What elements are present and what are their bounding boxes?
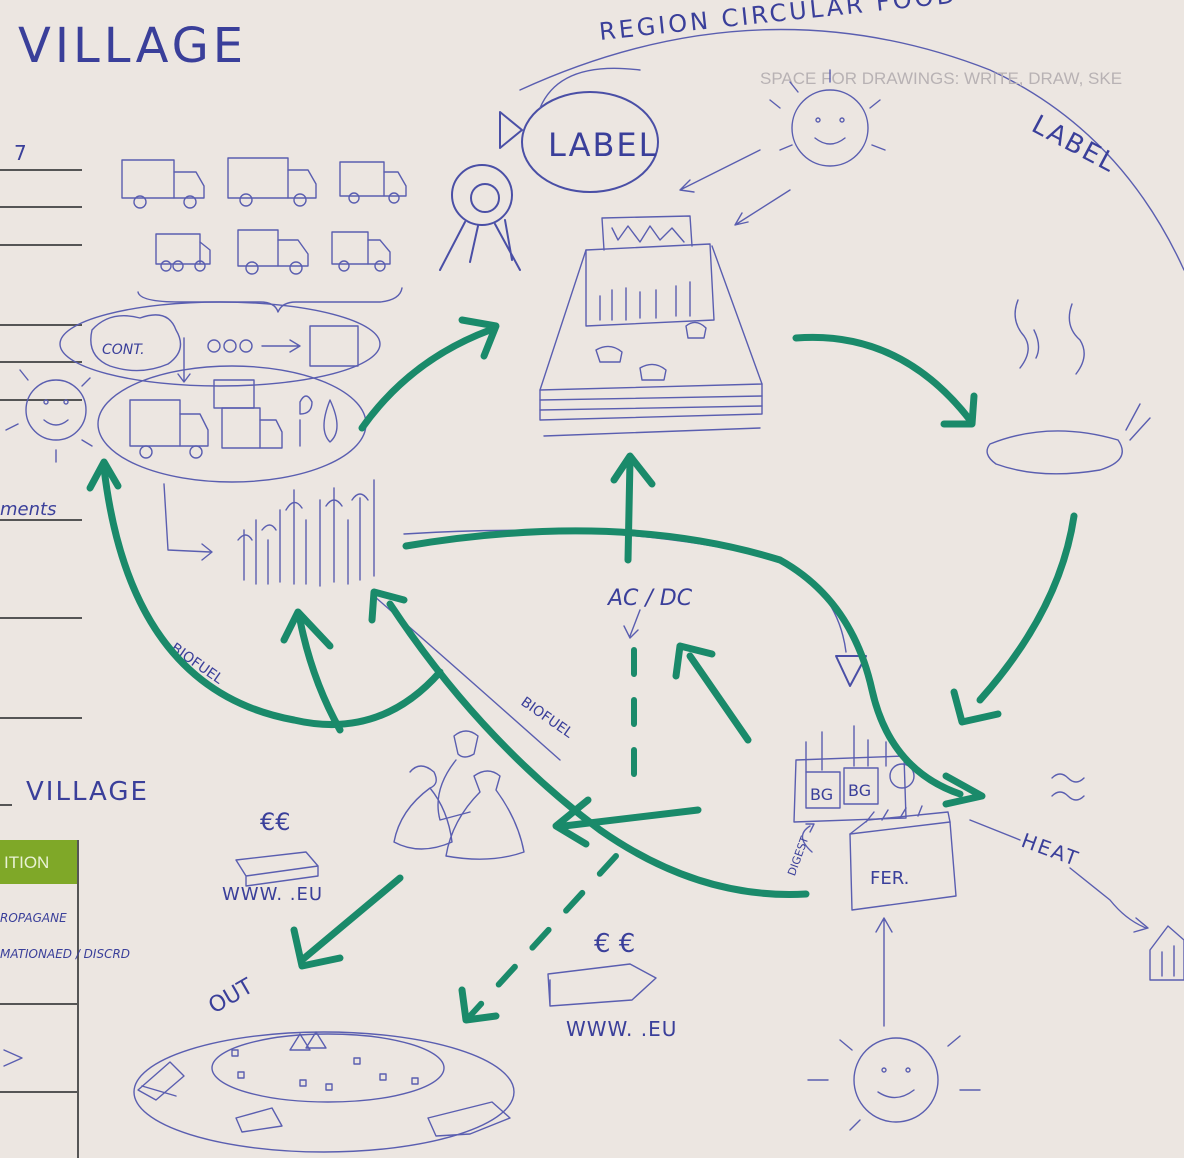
money-bags-icon [393, 730, 525, 860]
sun-bottom-icon [807, 1035, 981, 1131]
medal-icon [439, 164, 521, 271]
truck-icon [155, 233, 211, 272]
ac-dc-pointer [623, 609, 641, 639]
sheet-title: VILLAGE [18, 18, 247, 74]
biofuel-label-2: BIOFUEL [518, 694, 576, 741]
heat-arrow [969, 819, 1149, 933]
logistics-hub: CONT. [59, 301, 381, 561]
region-arc [519, 28, 1184, 271]
truck-icon [331, 231, 391, 272]
biogas-label-1: BG [810, 785, 833, 804]
package-left-icon [235, 851, 319, 887]
table-header: ITION [4, 853, 49, 872]
compost-pile [986, 299, 1151, 475]
trucks-fleet [121, 157, 407, 313]
table-row1-line2: MATIONAED / DISCRD [0, 947, 130, 961]
arc-text: REGION CIRCULAR FOOD [598, 0, 959, 46]
truck-icon [227, 157, 317, 207]
farm-building [539, 215, 763, 437]
triangle-icon [499, 111, 523, 149]
sun-left-icon [5, 369, 93, 463]
truck-icon [339, 161, 407, 204]
euro-left: €€ [260, 808, 291, 836]
greenhouse-icon [1149, 925, 1184, 981]
out-market-area [133, 1031, 515, 1153]
left-form-lines: 7 ments VILLAGE [0, 141, 149, 807]
left-word: ments [0, 499, 56, 520]
left-table: ITION ROPAGANE MATIONAED / DISCRD [0, 840, 130, 1158]
www-left: WWW. .EU [222, 884, 323, 905]
digest-label: DIGEST [785, 834, 811, 877]
printed-hint: SPACE FOR DRAWINGS: WRITE, DRAW, SKE [760, 69, 1122, 88]
truck-icon [237, 229, 309, 275]
biogas-plant: BG BG FER. DIGEST [785, 725, 957, 1027]
label-pointer [539, 67, 641, 109]
left-mark: 7 [14, 141, 27, 165]
fer-label: FER. [870, 868, 909, 889]
arc-text-right: LABEL [1027, 110, 1122, 180]
table-row1-line1: ROPAGANE [0, 911, 67, 925]
label-bubble [521, 91, 659, 193]
euro-right: € € [594, 929, 635, 959]
label-bubble-text: LABEL [548, 126, 658, 164]
crop-field [237, 479, 375, 587]
heat-wave-icon [1051, 773, 1085, 801]
bottom-left-label: VILLAGE [26, 777, 149, 807]
www-right: WWW. .EU [566, 1017, 677, 1041]
sun-top-icon [679, 69, 886, 226]
flow-triangle [835, 655, 867, 687]
out-label: OUT [205, 974, 259, 1019]
truck-icon [121, 159, 205, 209]
green-flow-arrows [86, 316, 1078, 1024]
package-right-icon [547, 963, 657, 1007]
cont-label: CONT. [102, 342, 145, 358]
ac-dc-label: AC / DC [606, 586, 693, 611]
heat-label: HEAT [1018, 828, 1083, 871]
biogas-label-2: BG [848, 781, 871, 800]
